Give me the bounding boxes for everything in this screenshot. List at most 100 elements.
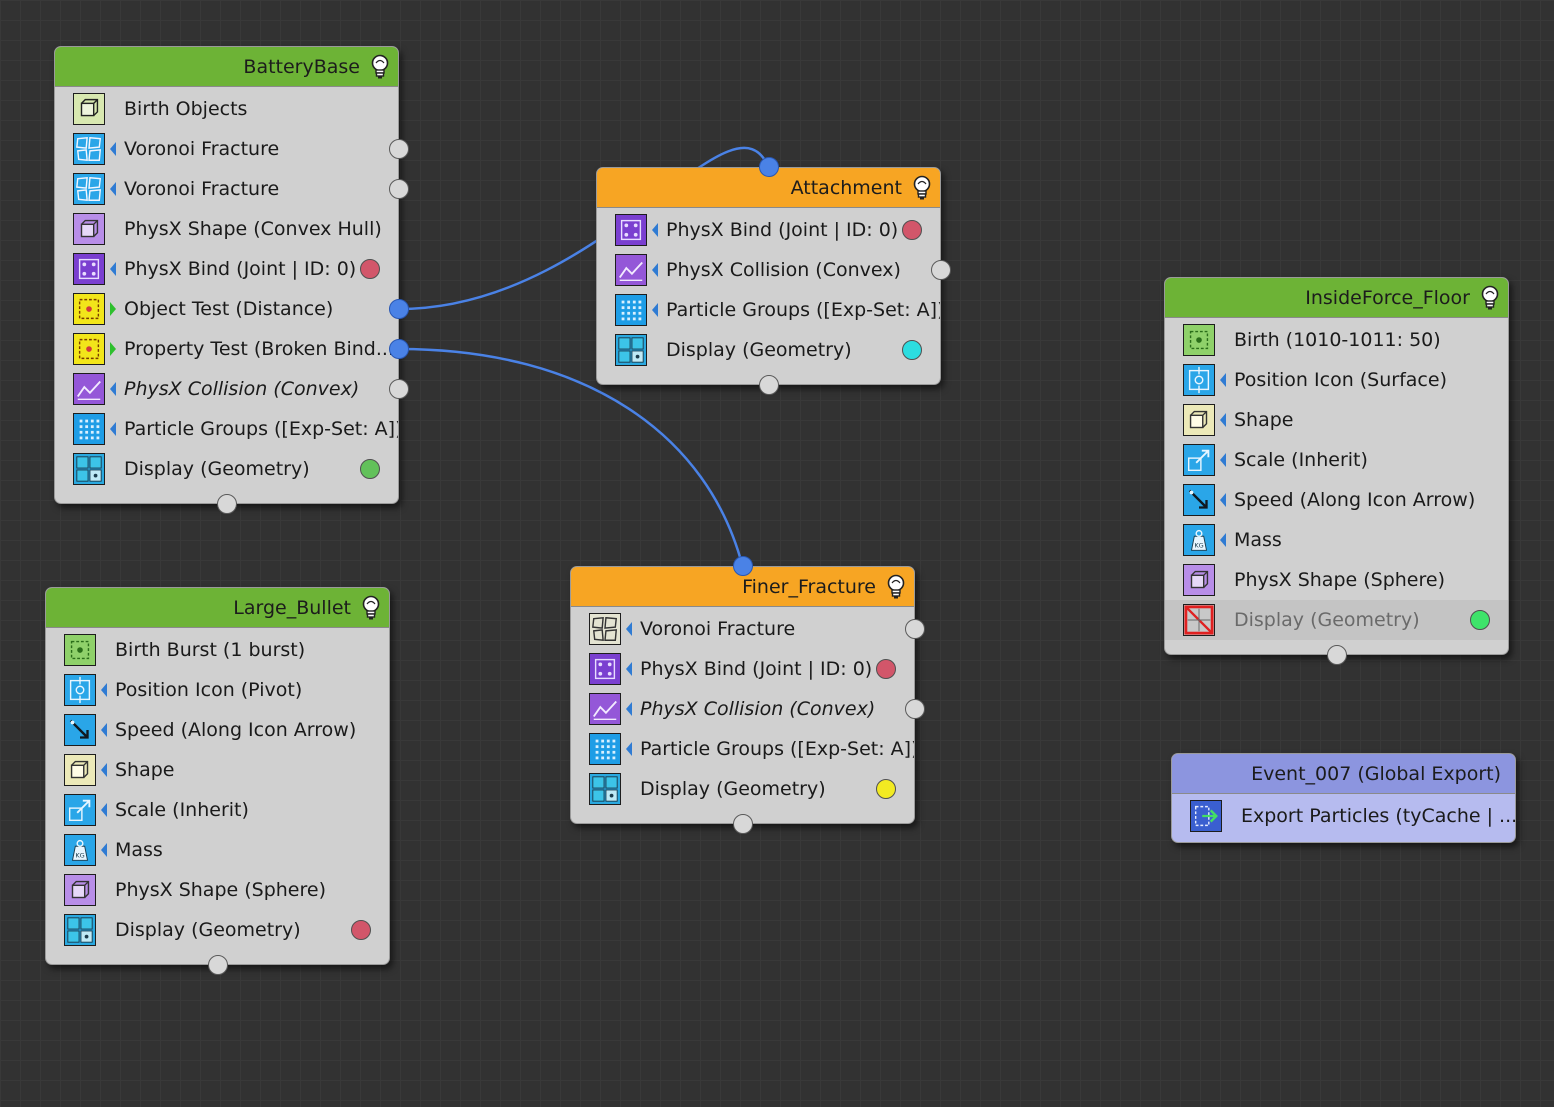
operator-birth-1010-1011-50[interactable]: Birth (1010-1011: 50): [1165, 320, 1508, 360]
operator-physx-collision-convex[interactable]: PhysX Collision (Convex): [571, 689, 925, 729]
operator-birth-objects[interactable]: Birth Objects: [55, 89, 398, 129]
output-port[interactable]: [389, 379, 409, 399]
output-port[interactable]: [389, 179, 409, 199]
svg-text:KG: KG: [75, 852, 84, 860]
physx-shape-icon: [73, 213, 105, 245]
lightbulb-toggle-icon[interactable]: [370, 54, 390, 80]
operator-label: PhysX Collision (Convex): [640, 698, 876, 720]
object-test-icon: [73, 293, 105, 325]
node-header[interactable]: BatteryBase: [55, 47, 398, 87]
node-header[interactable]: Event_007 (Global Export): [1172, 754, 1515, 794]
operator-voronoi-fracture[interactable]: Voronoi Fracture: [55, 169, 409, 209]
event-node-event-007[interactable]: Event_007 (Global Export) Export Particl…: [1171, 753, 1516, 843]
display-color-swatch[interactable]: [360, 259, 380, 279]
lightbulb-toggle-icon[interactable]: [361, 595, 381, 621]
operator-physx-bind-joint-id-0[interactable]: PhysX Bind (Joint | ID: 0): [55, 249, 398, 289]
output-port[interactable]: [389, 139, 409, 159]
operator-physx-shape-convex-hull[interactable]: PhysX Shape (Convex Hull): [55, 209, 398, 249]
node-header[interactable]: InsideForce_Floor: [1165, 278, 1508, 318]
operator-display-geometry[interactable]: Display (Geometry): [1165, 600, 1508, 640]
output-port[interactable]: [905, 619, 925, 639]
node-header[interactable]: Large_Bullet: [46, 588, 389, 628]
operator-object-test-distance[interactable]: Object Test (Distance): [55, 289, 409, 329]
output-port[interactable]: [389, 299, 409, 319]
operator-label: PhysX Bind (Joint | ID: 0): [640, 658, 873, 680]
speed-icon: [1183, 484, 1215, 516]
lightbulb-toggle-icon[interactable]: [912, 175, 932, 201]
display-color-swatch[interactable]: [360, 459, 380, 479]
display-color-swatch[interactable]: [876, 659, 896, 679]
operator-display-geometry[interactable]: Display (Geometry): [597, 330, 940, 370]
operator-particle-groups-exp-set-a[interactable]: Particle Groups ([Exp-Set: A]): [55, 409, 398, 449]
operator-label: Display (Geometry): [115, 919, 301, 941]
operator-position-icon-pivot[interactable]: Position Icon (Pivot): [46, 670, 389, 710]
display-color-swatch[interactable]: [902, 220, 922, 240]
operator-property-test-broken-bind[interactable]: Property Test (Broken Bind...: [55, 329, 409, 369]
operator-physx-shape-sphere[interactable]: PhysX Shape (Sphere): [46, 870, 389, 910]
node-header[interactable]: Finer_Fracture: [571, 567, 914, 607]
birth-objects-icon: [73, 93, 105, 125]
operator-arrow-icon: [110, 102, 116, 116]
node-output-port[interactable]: [216, 494, 237, 514]
physx-collision-icon: [73, 373, 105, 405]
node-output-port[interactable]: [758, 375, 779, 395]
operator-position-icon-surface[interactable]: Position Icon (Surface): [1165, 360, 1508, 400]
output-port[interactable]: [389, 339, 409, 359]
display-icon: [73, 453, 105, 485]
operator-particle-groups-exp-set-a[interactable]: Particle Groups ([Exp-Set: A]): [571, 729, 914, 769]
scale-icon: [64, 794, 96, 826]
node-input-port[interactable]: [732, 556, 753, 576]
operator-export-particles-tycache[interactable]: Export Particles (tyCache | ...: [1172, 796, 1515, 836]
operator-physx-bind-joint-id-0[interactable]: PhysX Bind (Joint | ID: 0): [571, 649, 914, 689]
display-color-swatch[interactable]: [1470, 610, 1490, 630]
operator-scale-inherit[interactable]: Scale (Inherit): [1165, 440, 1508, 480]
operator-arrow-icon: [1220, 373, 1226, 387]
operator-display-geometry[interactable]: Display (Geometry): [46, 910, 389, 950]
operator-label: Display (Geometry): [666, 339, 852, 361]
operator-voronoi-fracture[interactable]: Voronoi Fracture: [571, 609, 925, 649]
display-color-swatch[interactable]: [876, 779, 896, 799]
operator-physx-shape-sphere[interactable]: PhysX Shape (Sphere): [1165, 560, 1508, 600]
operator-birth-burst-1-burst[interactable]: Birth Burst (1 burst): [46, 630, 389, 670]
operator-particle-groups-exp-set-a[interactable]: Particle Groups ([Exp-Set: A]): [597, 290, 940, 330]
display-color-swatch[interactable]: [351, 920, 371, 940]
voronoi-fracture-icon: [73, 133, 105, 165]
operator-physx-collision-convex[interactable]: PhysX Collision (Convex): [55, 369, 409, 409]
operator-physx-bind-joint-id-0[interactable]: PhysX Bind (Joint | ID: 0): [597, 210, 940, 250]
operator-speed-along-icon-arrow[interactable]: Speed (Along Icon Arrow): [1165, 480, 1508, 520]
node-input-port[interactable]: [758, 157, 779, 177]
operator-label: PhysX Bind (Joint | ID: 0): [666, 219, 899, 241]
operator-label: Voronoi Fracture: [124, 178, 280, 200]
event-node-large-bullet[interactable]: Large_Bullet Birth Burst (1 burst) Positi…: [45, 587, 390, 975]
event-node-insideforce-floor[interactable]: InsideForce_Floor Birth (1010-1011: 50) P…: [1164, 277, 1509, 665]
operator-label: Position Icon (Pivot): [115, 679, 303, 701]
operator-label: Voronoi Fracture: [124, 138, 280, 160]
operator-display-geometry[interactable]: Display (Geometry): [571, 769, 914, 809]
node-title: InsideForce_Floor: [1305, 286, 1470, 309]
operator-label: Property Test (Broken Bind...: [124, 338, 394, 360]
operator-shape[interactable]: Shape: [1165, 400, 1508, 440]
operator-label: Position Icon (Surface): [1234, 369, 1447, 391]
event-node-attachment[interactable]: Attachment PhysX Bind (Joint | ID: 0)Phy…: [596, 157, 951, 395]
operator-label: PhysX Shape (Convex Hull): [124, 218, 382, 240]
operator-physx-collision-convex[interactable]: PhysX Collision (Convex): [597, 250, 951, 290]
operator-shape[interactable]: Shape: [46, 750, 389, 790]
lightbulb-toggle-icon[interactable]: [886, 574, 906, 600]
node-output-port[interactable]: [1326, 645, 1347, 665]
output-port[interactable]: [905, 699, 925, 719]
operator-speed-along-icon-arrow[interactable]: Speed (Along Icon Arrow): [46, 710, 389, 750]
operator-voronoi-fracture[interactable]: Voronoi Fracture: [55, 129, 409, 169]
operator-scale-inherit[interactable]: Scale (Inherit): [46, 790, 389, 830]
node-output-port[interactable]: [732, 814, 753, 834]
node-output-port[interactable]: [207, 955, 228, 975]
operator-label: Display (Geometry): [124, 458, 310, 480]
operator-display-geometry[interactable]: Display (Geometry): [55, 449, 398, 489]
output-port[interactable]: [931, 260, 951, 280]
lightbulb-toggle-icon[interactable]: [1480, 285, 1500, 311]
display-color-swatch[interactable]: [902, 340, 922, 360]
